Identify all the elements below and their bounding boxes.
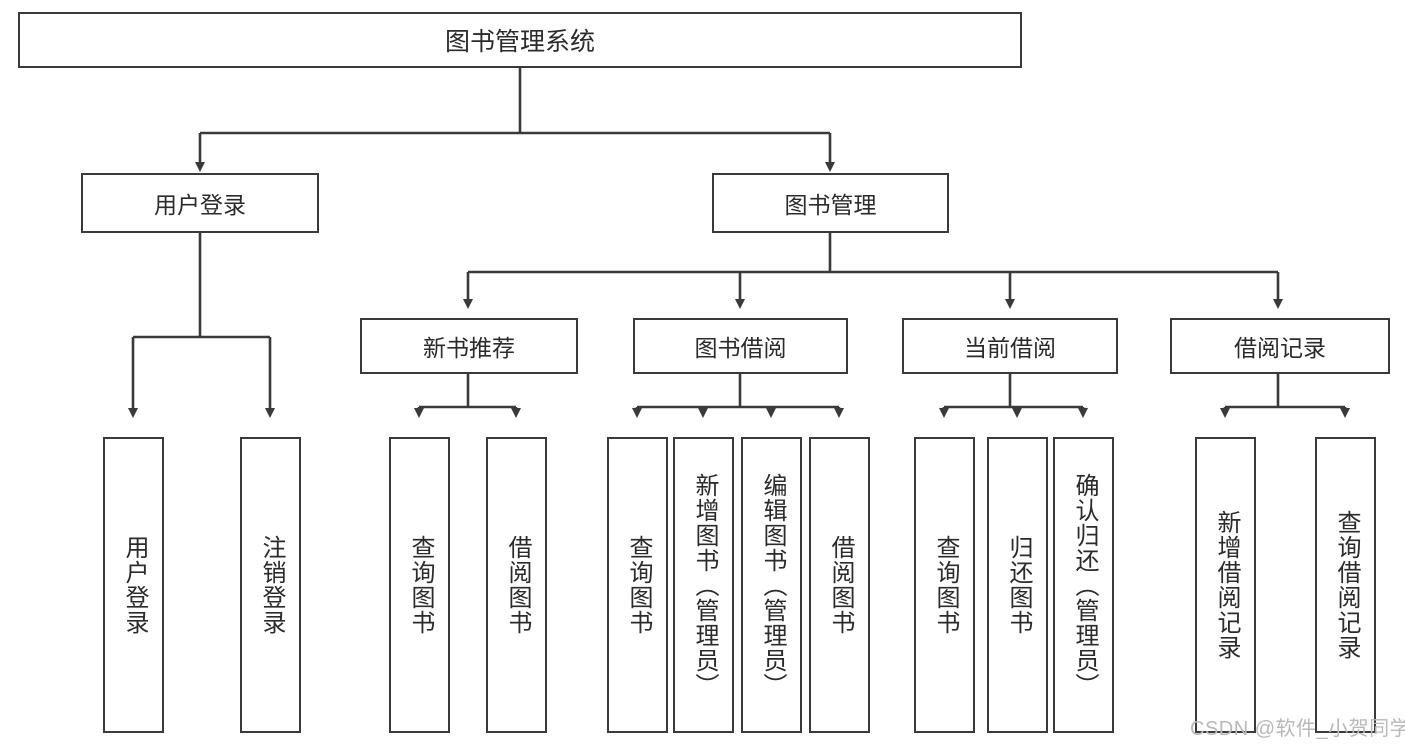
node-borrow-record-label: 借阅记录 xyxy=(1234,335,1326,361)
node-current-borrow-label: 当前借阅 xyxy=(964,335,1056,361)
node-user-login-label: 用户登录 xyxy=(154,192,246,218)
node-user-login[interactable]: 用户登录 xyxy=(81,173,319,233)
node-root-label: 图书管理系统 xyxy=(444,28,595,56)
leaf-user-login-logout[interactable]: 注销登录 xyxy=(240,437,301,733)
leaf-borrow-record-query[interactable]: 查询借阅记录 xyxy=(1315,437,1376,733)
leaf-label: 注销登录 xyxy=(257,535,285,635)
node-root[interactable]: 图书管理系统 xyxy=(18,12,1022,68)
leaf-current-borrow-return[interactable]: 归还图书 xyxy=(987,437,1048,733)
leaf-label: 确认归还（管理员） xyxy=(1070,472,1098,698)
leaf-new-book-query[interactable]: 查询图书 xyxy=(389,437,450,733)
leaf-label: 借阅图书 xyxy=(826,535,854,635)
node-book-borrow[interactable]: 图书借阅 xyxy=(633,318,848,374)
leaf-label: 查询图书 xyxy=(406,535,434,635)
leaf-label: 查询图书 xyxy=(931,535,959,635)
leaf-label: 用户登录 xyxy=(120,535,148,635)
leaf-borrow-record-add[interactable]: 新增借阅记录 xyxy=(1195,437,1256,733)
leaf-book-borrow-query[interactable]: 查询图书 xyxy=(607,437,668,733)
node-borrow-record[interactable]: 借阅记录 xyxy=(1170,318,1390,374)
leaf-label: 归还图书 xyxy=(1004,535,1032,635)
leaf-book-borrow-add[interactable]: 新增图书（管理员） xyxy=(673,437,734,733)
leaf-book-borrow-edit[interactable]: 编辑图书（管理员） xyxy=(741,437,802,733)
leaf-user-login-login[interactable]: 用户登录 xyxy=(103,437,164,733)
node-book-management[interactable]: 图书管理 xyxy=(712,173,949,233)
leaf-label: 查询图书 xyxy=(624,535,652,635)
node-book-borrow-label: 图书借阅 xyxy=(694,335,787,361)
leaf-label: 新增图书（管理员） xyxy=(690,472,718,698)
leaf-current-borrow-query[interactable]: 查询图书 xyxy=(914,437,975,733)
leaf-label: 借阅图书 xyxy=(503,535,531,635)
node-new-book-recommend[interactable]: 新书推荐 xyxy=(360,318,578,374)
leaf-book-borrow-borrow[interactable]: 借阅图书 xyxy=(809,437,870,733)
leaf-label: 编辑图书（管理员） xyxy=(758,472,786,698)
leaf-current-borrow-confirm[interactable]: 确认归还（管理员） xyxy=(1053,437,1114,733)
leaf-new-book-borrow[interactable]: 借阅图书 xyxy=(486,437,547,733)
node-current-borrow[interactable]: 当前借阅 xyxy=(902,318,1118,374)
watermark: CSDN @软件_小贺同学 xyxy=(1190,718,1405,740)
leaf-label: 新增借阅记录 xyxy=(1212,510,1240,660)
node-book-management-label: 图书管理 xyxy=(784,192,877,218)
node-new-book-recommend-label: 新书推荐 xyxy=(423,335,515,361)
leaf-label: 查询借阅记录 xyxy=(1332,510,1360,660)
